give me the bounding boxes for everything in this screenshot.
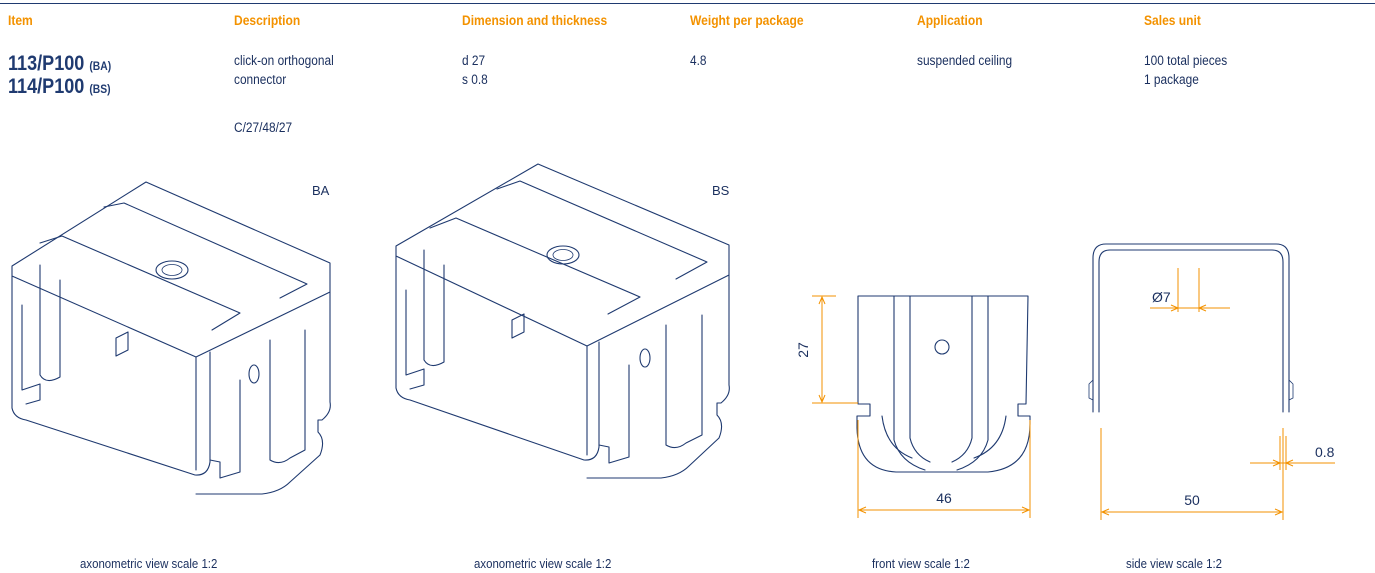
caption-side: side view scale 1:2 [1126, 556, 1223, 571]
dim-height: 27 [795, 342, 811, 358]
dimension-text: d 27 s 0.8 [462, 53, 488, 87]
header-item: Item [8, 12, 33, 28]
header-description: Description [234, 12, 301, 28]
header-weight: Weight per package [690, 12, 804, 28]
dim-width-front: 46 [936, 490, 952, 506]
dim-thickness: 0.8 [1315, 444, 1335, 460]
item-code-bs: 114/P100 (BS) [8, 75, 111, 98]
header-sales-unit: Sales unit [1144, 12, 1201, 28]
dimension-lines [812, 268, 1335, 520]
header-dimension: Dimension and thickness [462, 12, 608, 28]
label-bs: BS [712, 183, 730, 198]
sales-unit-text: 100 total pieces 1 package [1144, 53, 1228, 87]
axonometric-drawing-bs [395, 163, 730, 479]
caption-front: front view scale 1:2 [872, 556, 970, 571]
header-application: Application [917, 12, 983, 28]
header-rule [0, 3, 1375, 4]
description-code: C/27/48/27 [234, 120, 293, 135]
label-ba: BA [312, 183, 330, 198]
axonometric-drawing-ba [11, 181, 331, 495]
caption-ba: axonometric view scale 1:2 [80, 556, 218, 571]
description-text: click-on orthogonal connector [234, 53, 334, 87]
application-value: suspended ceiling [917, 53, 1013, 68]
dim-hole: Ø7 [1152, 289, 1171, 305]
side-view-drawing [1088, 243, 1294, 413]
weight-value: 4.8 [690, 53, 707, 68]
item-code-ba: 113/P100 (BA) [8, 52, 112, 75]
caption-bs: axonometric view scale 1:2 [474, 556, 612, 571]
dim-width-side: 50 [1184, 492, 1200, 508]
front-view-drawing [856, 295, 1031, 473]
